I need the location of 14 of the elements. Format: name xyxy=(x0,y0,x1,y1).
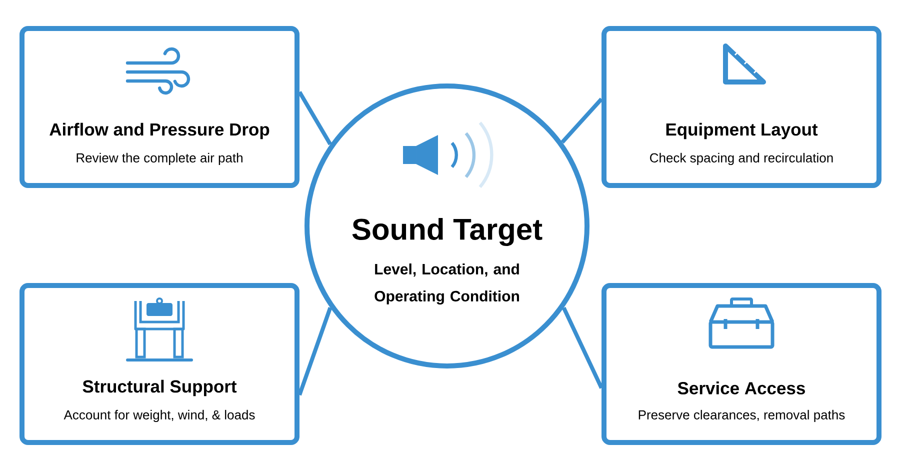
circle-title: Sound Target xyxy=(352,218,542,246)
card-subtitle: Review the complete air path xyxy=(76,152,242,166)
card-subtitle: Account for weight, wind, & loads xyxy=(64,410,255,422)
card-subtitle: Check spacing and recirculation xyxy=(650,152,833,166)
connector-line xyxy=(560,98,603,144)
card-subtitle: Preserve clearances, removal paths xyxy=(638,410,845,422)
card-title: Airflow and Pressure Drop xyxy=(50,122,270,140)
card-title: Service Access xyxy=(678,382,805,394)
card-title: Equipment Layout xyxy=(666,122,818,140)
connector-line xyxy=(298,90,332,146)
connector-line xyxy=(298,307,332,396)
card-title: Structural Support xyxy=(82,380,237,396)
connector-line xyxy=(562,306,604,389)
circle-subtitle: Level, Location, and Operating Condition xyxy=(374,263,519,305)
